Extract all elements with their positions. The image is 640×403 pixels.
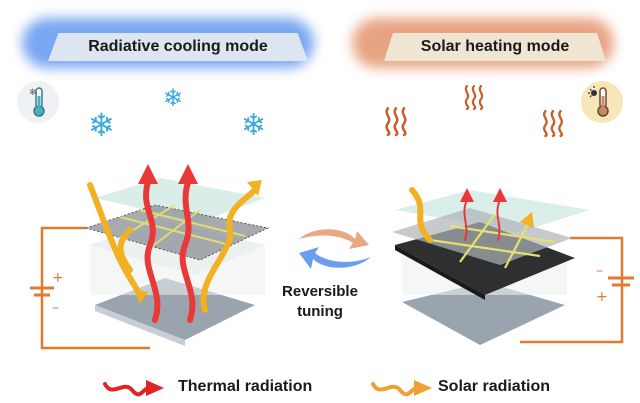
svg-text:+: + <box>596 289 608 305</box>
heating-mode-title: Solar heating mode <box>384 33 606 61</box>
legend-solar-label: Solar radiation <box>438 378 551 395</box>
svg-text:–: – <box>596 263 603 279</box>
cold-thermometer-icon: ❄ <box>17 81 59 123</box>
reversible-tuning-label: Reversible tuning <box>270 282 370 322</box>
cooling-mode-title: Radiative cooling mode <box>48 33 308 61</box>
reversible-tuning-line1: Reversible <box>282 283 358 300</box>
svg-text:–: – <box>52 300 59 316</box>
cooling-device-stack: + – <box>30 164 270 350</box>
hot-thermometer-icon <box>581 81 623 123</box>
solar-radiation-arrow-icon <box>371 380 432 397</box>
svg-text:❄: ❄ <box>29 88 37 98</box>
snowflake-icon: ❄ <box>88 107 115 143</box>
heating-mode-title-text: Solar heating mode <box>420 38 570 55</box>
heat-wave-icon <box>543 109 563 138</box>
legend-thermal-label: Thermal radiation <box>178 378 313 395</box>
snowflake-icon: ❄ <box>163 85 184 112</box>
legend: Thermal radiation Solar radiation <box>100 372 580 402</box>
svg-text:+: + <box>52 270 64 286</box>
snowflake-icon: ❄ <box>241 109 267 142</box>
heating-device-stack: – + <box>392 187 634 345</box>
thermal-radiation-arrow-icon <box>103 380 164 397</box>
reversible-tuning-line2: tuning <box>297 303 343 320</box>
circuit-wire <box>520 236 624 344</box>
heat-wave-icon <box>464 84 484 111</box>
cooling-mode-title-text: Radiative cooling mode <box>88 38 268 55</box>
reversible-arrows-icon <box>299 229 371 269</box>
heat-wave-icon <box>385 107 407 137</box>
